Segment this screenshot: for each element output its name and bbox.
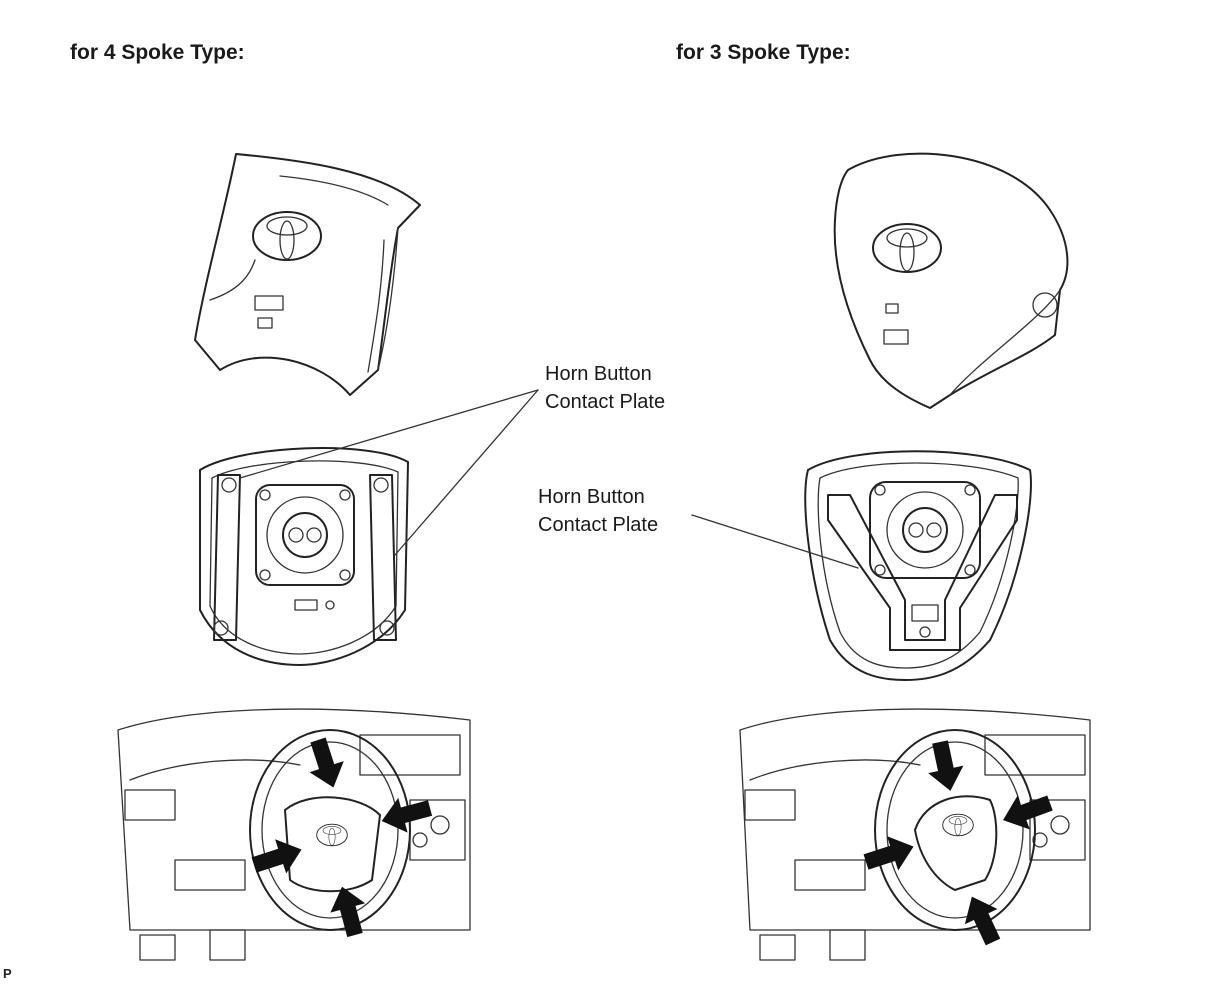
callout-line-1: Horn Button xyxy=(538,486,645,508)
dashboard-scene-3-spoke xyxy=(739,708,1091,961)
callout-horn-contact-plate-4-spoke: Horn Button Contact Plate xyxy=(545,360,665,416)
pad-rear-view-4-spoke xyxy=(199,447,409,666)
arrow-icon xyxy=(860,829,920,880)
callout-line-2: Contact Plate xyxy=(545,391,666,413)
arrow-icon xyxy=(922,738,969,795)
leader-line-c xyxy=(691,514,859,569)
figure-code: P xyxy=(3,966,12,981)
arrow-icon xyxy=(996,786,1057,838)
airbag-pad-3-spoke xyxy=(833,152,1069,409)
dashboard-scene-4-spoke xyxy=(117,708,471,961)
arrow-icon xyxy=(955,889,1010,950)
heading-3-spoke: for 3 Spoke Type: xyxy=(676,41,851,64)
airbag-pad-4-spoke xyxy=(194,153,421,396)
leader-line-a xyxy=(239,389,539,479)
callout-line-2: Contact Plate xyxy=(538,514,659,536)
callout-horn-contact-plate-3-spoke: Horn Button Contact Plate xyxy=(538,483,658,539)
leader-line-b xyxy=(394,389,539,556)
callout-line-1: Horn Button xyxy=(545,363,652,385)
heading-4-spoke: for 4 Spoke Type: xyxy=(70,41,245,64)
pad-rear-view-3-spoke xyxy=(804,450,1032,681)
